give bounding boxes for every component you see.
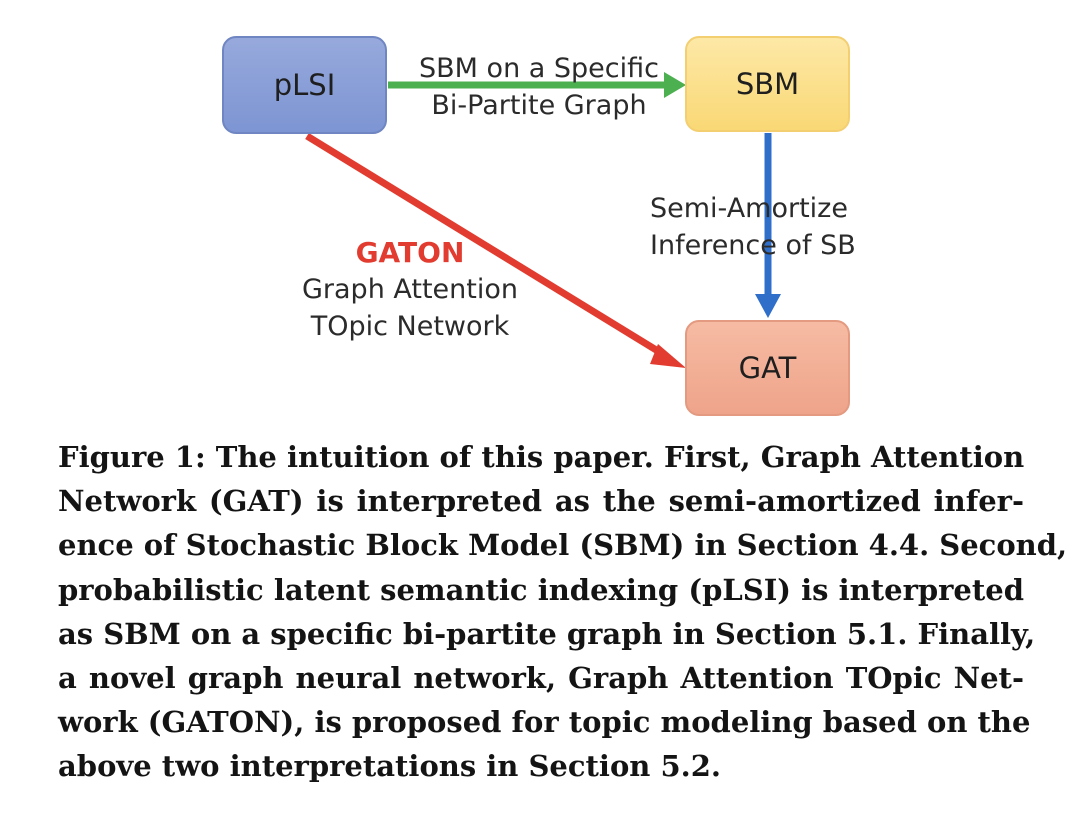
caption-line: a novel graph neural network, Graph Atte… <box>58 661 1024 696</box>
edge-label-plsi-gat-line1: Graph Attention <box>301 274 518 305</box>
caption-line: work (GATON), is proposed for topic mode… <box>58 705 1031 740</box>
edge-label-plsi-gat-line2: TOpic Network <box>310 311 510 342</box>
caption-line: Figure 1: The intuition of this paper. F… <box>58 440 1025 474</box>
figure-caption: Figure 1: The intuition of this paper. F… <box>58 435 1068 789</box>
edge-label-plsi-sbm-line1: SBM on a Specific <box>419 53 659 84</box>
node-gat: GAT <box>685 320 850 416</box>
node-gat-label: GAT <box>738 351 797 385</box>
caption-line: Network (GAT) is interpreted as the semi… <box>58 484 1024 519</box>
edge-label-plsi-sbm-line2: Bi-Partite Graph <box>431 90 647 121</box>
edge-label-plsi-gat: GATON Graph Attention TOpic Network <box>275 234 545 345</box>
gaton-title: GATON <box>355 236 465 269</box>
node-sbm: SBM <box>685 36 850 132</box>
diagram-arrows <box>305 72 781 368</box>
arrow-sbm-to-gat <box>755 133 781 318</box>
node-sbm-label: SBM <box>735 67 800 101</box>
edge-label-sbm-gat-line2: Inference of SB <box>650 230 856 261</box>
figure-diagram: pLSI SBM GAT SBM on a Specific Bi-Partit… <box>222 36 862 416</box>
caption-line: above two interpretations in Section 5.2… <box>58 749 722 784</box>
caption-line: probabilistic latent semantic indexing (… <box>58 572 1024 607</box>
arrow-plsi-to-sbm <box>388 72 686 98</box>
edge-label-plsi-sbm: SBM on a Specific Bi-Partite Graph <box>404 50 674 124</box>
arrow-plsi-to-gat <box>305 133 686 368</box>
node-plsi-label: pLSI <box>273 68 336 102</box>
caption-line: ence of Stochastic Block Model (SBM) in … <box>58 528 1068 563</box>
node-plsi: pLSI <box>222 36 387 134</box>
caption-line: as SBM on a specific bi-partite graph in… <box>58 616 1036 651</box>
edge-label-sbm-gat-line1: Semi-Amortize <box>650 193 848 224</box>
edge-label-sbm-gat: Semi-Amortize Inference of SB <box>650 190 862 264</box>
